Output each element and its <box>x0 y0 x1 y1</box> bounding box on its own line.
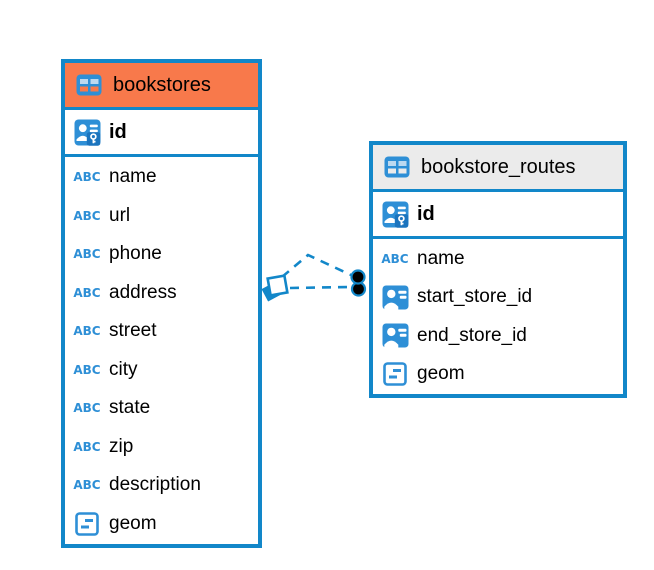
column-row-name[interactable]: ABC name <box>373 240 623 278</box>
column-label: description <box>109 474 201 496</box>
text-type-icon: ABC <box>73 439 101 454</box>
geometry-type-icon <box>72 511 102 536</box>
text-type-icon: ABC <box>73 362 101 377</box>
table-header[interactable]: bookstores <box>65 63 258 110</box>
column-label: geom <box>417 362 465 384</box>
column-row-name[interactable]: ABC name <box>65 158 258 197</box>
relationship-target-dots-marker[interactable] <box>350 269 367 297</box>
column-row-street[interactable]: ABC street <box>65 312 258 351</box>
column-label: url <box>109 204 131 226</box>
column-label: zip <box>109 435 134 457</box>
relationship-line-end-store[interactable] <box>289 285 352 290</box>
table-icon <box>382 156 412 178</box>
column-label: phone <box>109 243 162 265</box>
column-row-phone[interactable]: ABC phone <box>65 235 258 274</box>
column-row-address[interactable]: ABC address <box>65 274 258 313</box>
column-row-id[interactable]: id <box>373 192 623 239</box>
primary-key-icon <box>380 201 410 228</box>
column-label: city <box>109 358 138 380</box>
text-type-icon: ABC <box>73 247 101 262</box>
text-type-icon: ABC <box>73 285 101 300</box>
table-icon <box>74 74 104 96</box>
table-columns: ABC name start_store_id end_store_id geom <box>373 239 623 394</box>
column-row-geom[interactable]: geom <box>65 505 258 544</box>
column-label: name <box>417 248 465 270</box>
geometry-type-icon <box>380 362 410 386</box>
text-type-icon: ABC <box>73 401 101 416</box>
column-row-start_store_id[interactable]: start_store_id <box>373 278 623 316</box>
text-type-icon: ABC <box>73 170 101 185</box>
column-row-state[interactable]: ABC state <box>65 389 258 428</box>
column-label: street <box>109 320 157 342</box>
table-bookstore-routes[interactable]: bookstore_routes id ABC name start_store_… <box>369 141 627 398</box>
column-label: id <box>109 120 127 143</box>
column-label: id <box>417 202 435 225</box>
column-label: name <box>109 166 157 188</box>
column-row-id[interactable]: id <box>65 110 258 157</box>
column-label: end_store_id <box>417 324 527 346</box>
text-type-icon: ABC <box>73 208 101 223</box>
table-header[interactable]: bookstore_routes <box>373 145 623 192</box>
column-row-geom[interactable]: geom <box>373 355 623 393</box>
column-row-city[interactable]: ABC city <box>65 351 258 390</box>
column-row-zip[interactable]: ABC zip <box>65 428 258 467</box>
relationship-line-start-store[interactable] <box>281 253 352 278</box>
table-title: bookstores <box>113 73 211 96</box>
column-row-description[interactable]: ABC description <box>65 466 258 505</box>
table-title: bookstore_routes <box>421 155 576 178</box>
relationship-source-diamond-marker[interactable] <box>261 274 289 302</box>
column-row-end_store_id[interactable]: end_store_id <box>373 317 623 355</box>
column-label: address <box>109 281 177 303</box>
text-type-icon: ABC <box>381 252 409 267</box>
column-row-url[interactable]: ABC url <box>65 197 258 236</box>
primary-key-icon <box>72 119 102 146</box>
text-type-icon: ABC <box>73 324 101 339</box>
column-label: start_store_id <box>417 286 533 308</box>
foreign-key-icon <box>380 323 410 348</box>
foreign-key-icon <box>380 285 410 310</box>
text-type-icon: ABC <box>73 478 101 493</box>
column-label: geom <box>109 512 157 534</box>
column-label: state <box>109 397 151 419</box>
